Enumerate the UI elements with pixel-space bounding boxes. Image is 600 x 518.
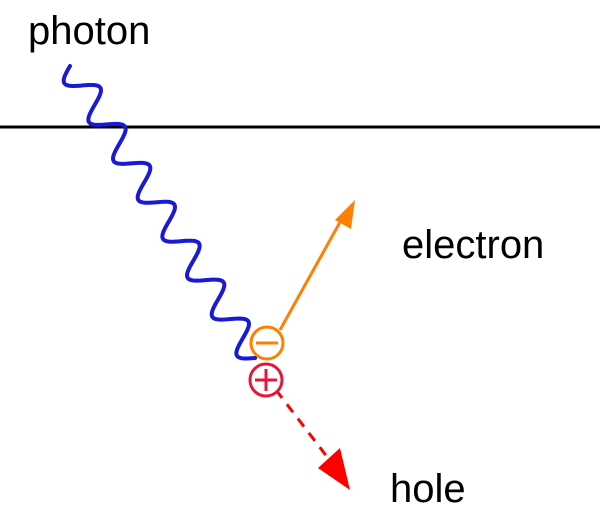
photon-wave [61,64,257,361]
photon-label: photon [28,9,150,53]
hole-label: hole [390,467,466,511]
electron-label: electron [402,223,544,267]
plus-circle-icon [248,362,284,398]
hole-arrow [274,389,350,490]
minus-circle-icon [249,325,285,361]
electron-arrow [278,200,355,331]
